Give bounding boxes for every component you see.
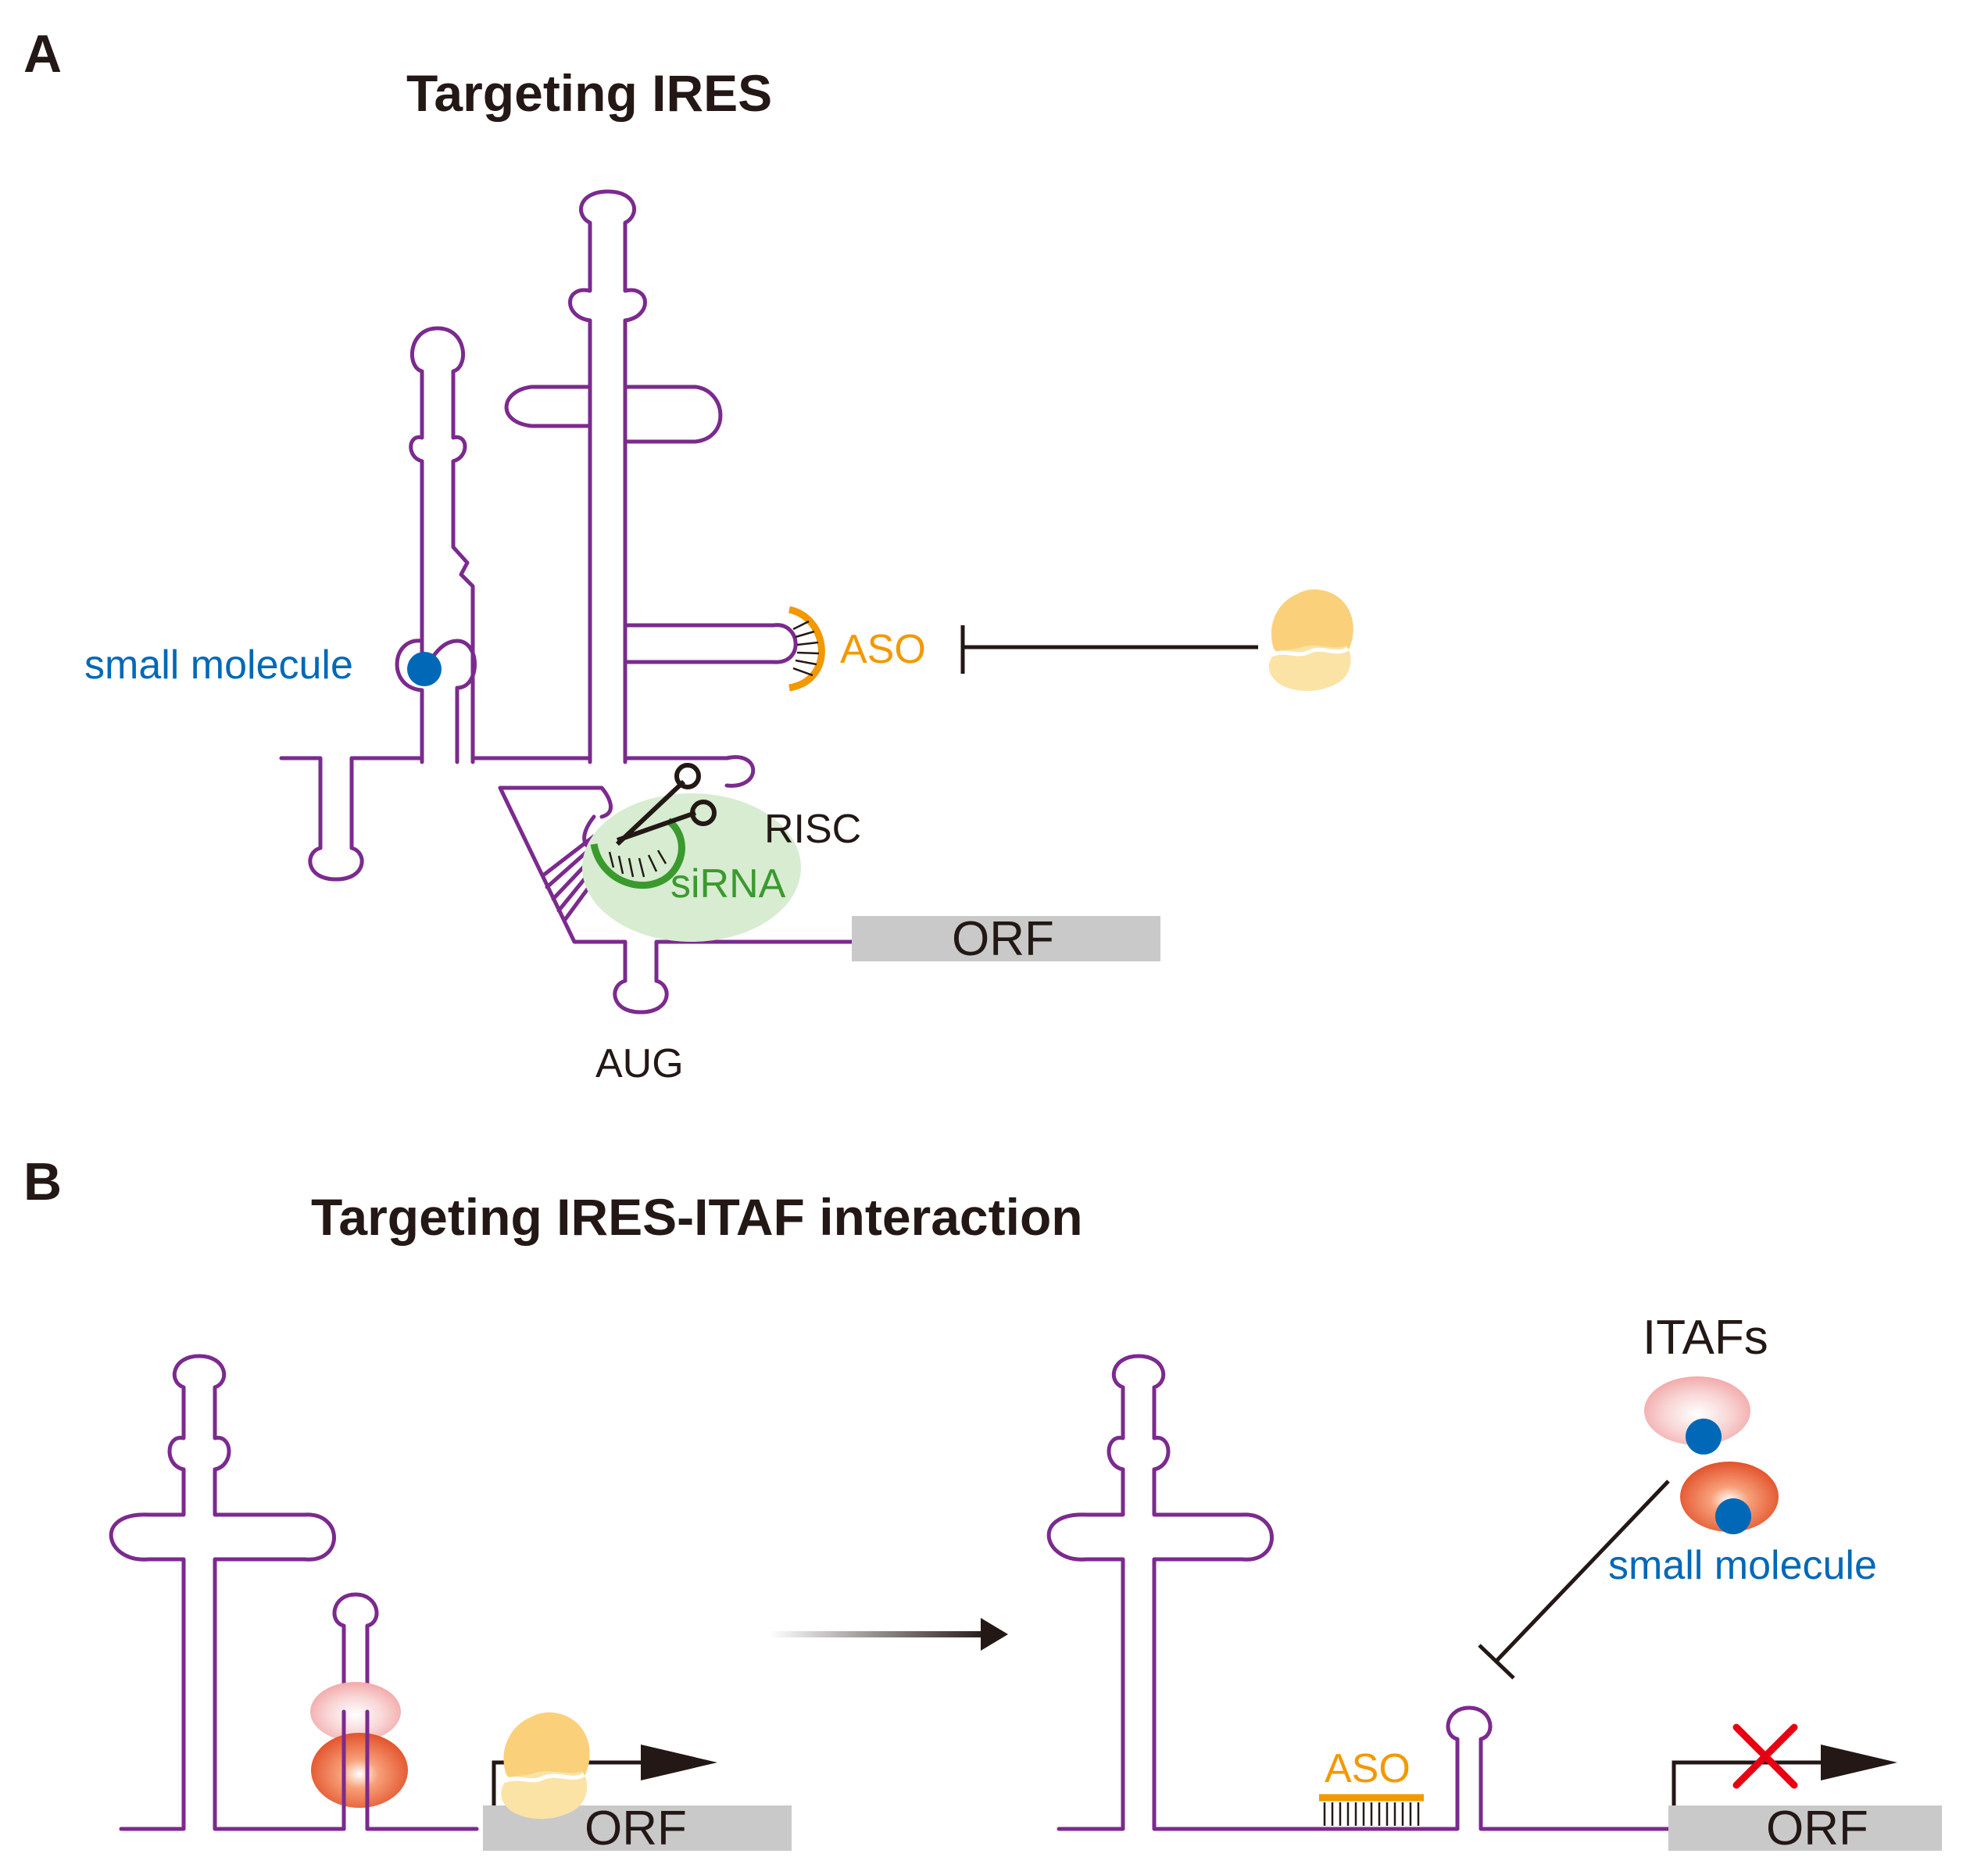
cross-arm-right	[623, 385, 723, 444]
panel-b-title: Targeting IRES-ITAF interaction	[311, 1188, 1083, 1246]
small-molecule-dot-a	[407, 652, 442, 686]
orf-bar-a	[852, 916, 1160, 961]
aso-arm	[623, 623, 798, 664]
aso-binding-b	[1319, 1794, 1424, 1826]
translation-arrow-left	[492, 1745, 717, 1805]
small-molecule-label-a: small molecule	[84, 642, 353, 688]
sirna-label: siRNA	[670, 861, 786, 907]
itaf-red-left	[311, 1733, 408, 1808]
scissors-icon	[615, 763, 717, 846]
small-molecule-dot-b2	[1715, 1498, 1751, 1534]
left-stem-pocket	[395, 639, 424, 764]
small-molecule-label-b: small molecule	[1608, 1543, 1877, 1588]
ires-left-state: ORF	[109, 1354, 792, 1855]
small-molecule-dot-b1	[1686, 1419, 1722, 1455]
itafs-label: ITAFs	[1643, 1311, 1768, 1365]
aug-label: AUG	[595, 1041, 684, 1086]
aso-label-a: ASO	[840, 627, 926, 672]
panel-a-letter: A	[23, 24, 62, 84]
orf-label-right: ORF	[1766, 1802, 1868, 1855]
panel-b-letter: B	[23, 1152, 62, 1211]
itaf-pink-left	[310, 1682, 401, 1741]
itaf-pink-icon	[1644, 1376, 1750, 1445]
translation-arrow-right	[1672, 1745, 1897, 1805]
left-stem	[409, 326, 477, 764]
main-stem-loop	[568, 189, 647, 417]
ribosome-icon-a	[1269, 589, 1353, 691]
transition-arrow	[770, 1618, 1008, 1651]
aso-binding-a	[788, 606, 825, 692]
block-x-icon	[1732, 1723, 1798, 1789]
aso-label-b: ASO	[1325, 1746, 1411, 1791]
ribosome-icon-b	[501, 1712, 589, 1819]
sirna-strand	[590, 818, 685, 889]
cross-arm-left	[504, 385, 592, 428]
inhibition-arrow-icon	[960, 625, 1258, 674]
orf-bar-right	[1668, 1805, 1942, 1851]
risc-complex	[582, 793, 801, 942]
inhibition-line-b	[1478, 1480, 1670, 1680]
risc-label: RISC	[764, 807, 861, 852]
risc-hairpin	[623, 755, 756, 788]
sirna-pairing	[608, 850, 667, 878]
right-ires-cross	[1046, 1354, 1671, 1831]
ires-right-state: ASO ORF ITAFs small molecule	[1046, 1311, 1942, 1855]
upper-baseline	[279, 756, 424, 882]
orf-label-a: ORF	[952, 912, 1054, 966]
pseudoknot-region	[498, 785, 854, 1015]
panel-a-title: Targeting IRES	[406, 64, 772, 122]
itaf-red-icon	[1680, 1462, 1779, 1532]
left-ires-cross	[109, 1354, 479, 1831]
orf-label-left: ORF	[585, 1802, 687, 1855]
